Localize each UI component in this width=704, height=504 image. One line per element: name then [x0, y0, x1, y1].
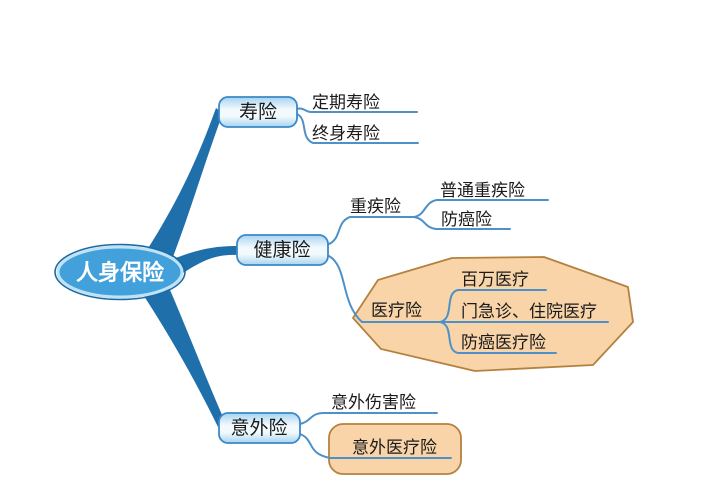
branch-to-life [147, 108, 223, 262]
medical-group-highlight-shape [352, 256, 634, 372]
leaf-anticancer[interactable]: 防癌险 [441, 210, 492, 229]
connector-accident-injury [299, 412, 438, 425]
root-ellipse-outline [54, 243, 186, 301]
connector-lines [296, 107, 609, 459]
root-label: 人身保险 [76, 260, 165, 285]
connector-ordinary-ci [413, 199, 549, 218]
root-node[interactable]: 人身保险 [54, 243, 186, 301]
node-accident-insurance[interactable]: 意外险 [218, 412, 301, 444]
root-ellipse [56, 245, 184, 299]
node-health-label: 健康险 [253, 239, 310, 261]
leaf-million-medical[interactable]: 百万医疗 [461, 270, 529, 289]
leaf-anticancer-medical[interactable]: 防癌医疗险 [461, 333, 546, 352]
leaf-term-life[interactable]: 定期寿险 [312, 93, 380, 112]
node-accident-box [218, 412, 301, 444]
connector-critical-illness [328, 216, 415, 245]
connector-medical [328, 255, 441, 323]
leaf-outpatient-hospitalization[interactable]: 门急诊、住院医疗 [461, 302, 597, 321]
node-health-box [236, 234, 329, 266]
leaf-ordinary-critical-illness[interactable]: 普通重疾险 [440, 181, 525, 200]
connector-anticancer [413, 216, 511, 230]
node-health-insurance[interactable]: 健康险 [236, 234, 329, 266]
connector-anticancer-medical [439, 321, 557, 354]
leaf-whole-life[interactable]: 终身寿险 [312, 124, 380, 143]
leaf-accident-medical[interactable]: 意外医疗险 [352, 438, 437, 457]
node-critical-illness[interactable]: 重疾险 [350, 197, 401, 216]
node-medical-insurance[interactable]: 医疗险 [371, 301, 422, 320]
leaf-accident-injury[interactable]: 意外伤害险 [331, 393, 416, 412]
root-branches [140, 108, 237, 429]
branch-to-health [173, 246, 237, 277]
connector-accident-medical [299, 433, 452, 459]
node-life-label: 寿险 [239, 101, 277, 123]
node-life-box [218, 96, 298, 128]
connector-million-medical [439, 289, 547, 323]
accident-medical-highlight-shape [328, 423, 462, 475]
node-accident-label: 意外险 [230, 417, 287, 439]
node-life-insurance[interactable]: 寿险 [218, 96, 298, 128]
branch-to-accident [140, 283, 226, 429]
connector-term-life [296, 107, 418, 113]
connector-whole-life [296, 113, 419, 144]
